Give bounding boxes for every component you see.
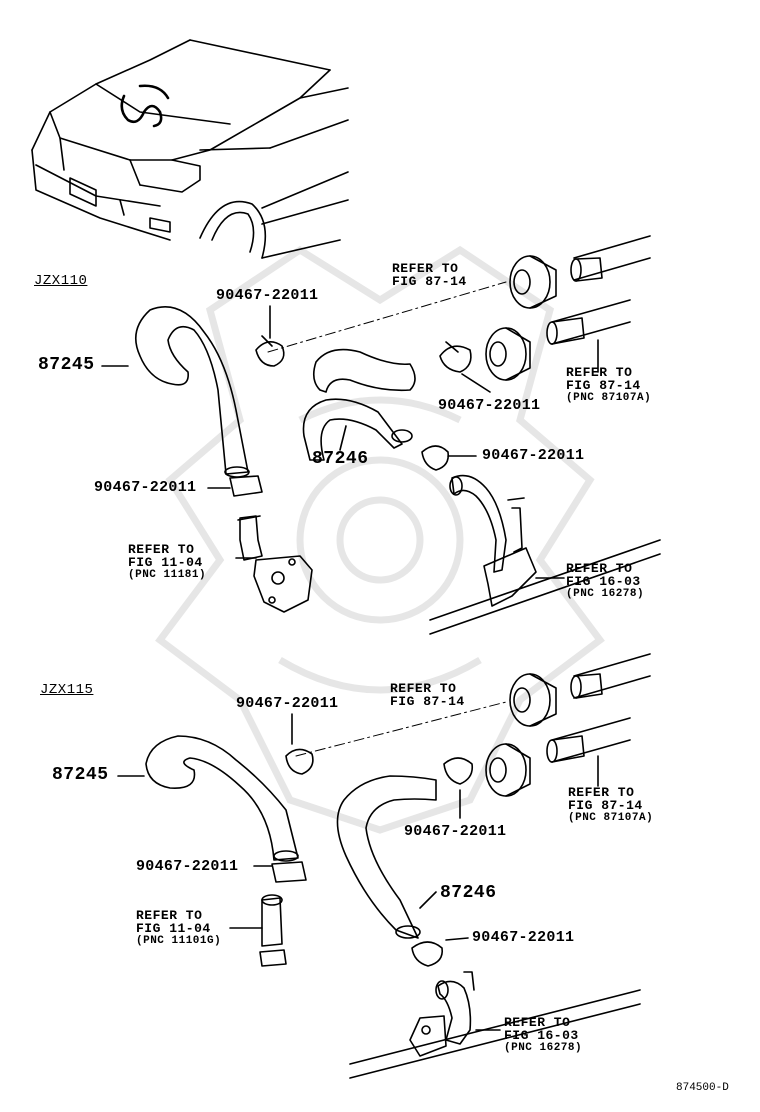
hose-87245-outline <box>134 306 249 475</box>
ref-line1: REFER TO <box>566 561 633 576</box>
part-label-87246-jzx115: 87246 <box>440 883 497 903</box>
hose-87246-outline-2 <box>336 775 437 939</box>
ref-line2: FIG 87-14 <box>392 274 467 289</box>
clip-label-4-jzx115: 90467-22011 <box>472 929 575 946</box>
ref-87-14-upper-jzx110: REFER TO FIG 87-14 <box>392 262 467 288</box>
ref-line1: REFER TO <box>504 1015 571 1030</box>
ref-line2: FIG 11-04 <box>136 921 211 936</box>
jzx115-drawing <box>117 653 651 1079</box>
model-label-jzx115: JZX115 <box>40 682 94 698</box>
ref-87-14-lower-jzx115: REFER TO FIG 87-14 (PNC 87107A) <box>568 786 653 825</box>
ref-line2: FIG 11-04 <box>128 555 203 570</box>
clip-label-3-jzx115: 90467-22011 <box>136 858 239 875</box>
ref-line2: FIG 87-14 <box>390 694 465 709</box>
ref-16-03-jzx115: REFER TO FIG 16-03 (PNC 16278) <box>504 1016 582 1055</box>
ref-11-04-jzx115: REFER TO FIG 11-04 (PNC 11101G) <box>136 909 221 948</box>
part-label-87245-jzx110: 87245 <box>38 355 95 375</box>
ref-pnc: (PNC 87107A) <box>568 812 654 824</box>
hose-87245-outline-2 <box>145 735 299 861</box>
ref-line2: FIG 87-14 <box>566 378 641 393</box>
model-label-jzx110: JZX110 <box>34 273 88 289</box>
ref-pnc: (PNC 11181) <box>128 569 207 581</box>
ref-line2: FIG 87-14 <box>568 798 643 813</box>
watermark-emblem <box>155 245 605 834</box>
part-label-87246-jzx110: 87246 <box>312 449 369 469</box>
car-illustration <box>31 39 349 259</box>
jzx110-drawing <box>101 235 661 635</box>
clip-label-3-jzx110: 90467-22011 <box>482 447 585 464</box>
ref-pnc: (PNC 16278) <box>566 588 645 600</box>
part-label-87245-jzx115: 87245 <box>52 765 109 785</box>
ref-line1: REFER TO <box>566 365 633 380</box>
ref-line2: FIG 16-03 <box>504 1028 579 1043</box>
ref-pnc: (PNC 87107A) <box>566 392 652 404</box>
ref-11-04-jzx110: REFER TO FIG 11-04 (PNC 11181) <box>128 543 206 582</box>
ref-line2: FIG 16-03 <box>566 574 641 589</box>
ref-line1: REFER TO <box>128 542 195 557</box>
ref-line1: REFER TO <box>392 261 459 276</box>
ref-pnc: (PNC 11101G) <box>136 935 222 947</box>
clip-label-1-jzx110: 90467-22011 <box>216 287 319 304</box>
ref-line1: REFER TO <box>136 908 203 923</box>
hose-87246-outline <box>302 348 416 461</box>
ref-line1: REFER TO <box>568 785 635 800</box>
clip-label-1-jzx115: 90467-22011 <box>236 695 339 712</box>
ref-pnc: (PNC 16278) <box>504 1042 583 1054</box>
clip-label-2-jzx110: 90467-22011 <box>438 397 541 414</box>
clip-label-2-jzx115: 90467-22011 <box>404 823 507 840</box>
clip-label-4-jzx110: 90467-22011 <box>94 479 197 496</box>
ref-line1: REFER TO <box>390 681 457 696</box>
ref-16-03-jzx110: REFER TO FIG 16-03 (PNC 16278) <box>566 562 644 601</box>
ref-87-14-upper-jzx115: REFER TO FIG 87-14 <box>390 682 465 708</box>
illustration-code: 874500-D <box>676 1082 729 1094</box>
ref-87-14-lower-jzx110: REFER TO FIG 87-14 (PNC 87107A) <box>566 366 651 405</box>
